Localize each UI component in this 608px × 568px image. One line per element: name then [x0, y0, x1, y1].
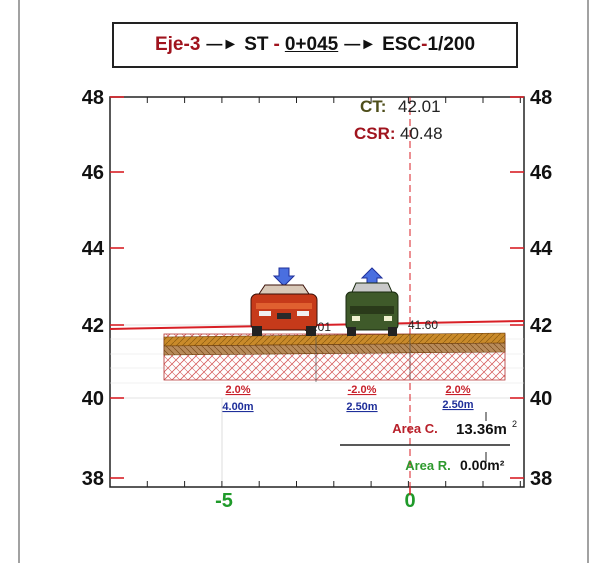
arrow-icon-1: —► — [206, 36, 239, 53]
arrow-icon-2: —► — [344, 36, 377, 53]
station-value: 0+045 — [284, 34, 339, 55]
cut-area-unit: 2 — [512, 419, 517, 429]
subbase-layer — [163, 342, 506, 356]
scale-value: 1/200 — [427, 34, 476, 55]
green-suv-icon — [345, 282, 399, 336]
right-level: 41.60 — [408, 318, 438, 332]
y-tick-right-48: 48 — [530, 87, 552, 109]
csr-value: 40.48 — [400, 124, 443, 143]
slope-1: 2.0% — [225, 384, 250, 396]
cut-area-value: 13.36m — [456, 421, 507, 438]
fill-area-label: Area R. — [405, 458, 451, 473]
scale-dash: - — [421, 34, 428, 55]
y-tick-right-42: 42 — [530, 315, 552, 337]
y-tick-right-46: 46 — [530, 162, 552, 184]
y-tick-left-46: 46 — [82, 162, 104, 184]
csr-label: CSR: — [354, 124, 396, 143]
y-tick-left-42: 42 — [82, 315, 104, 337]
x-tick-0: 0 — [404, 490, 415, 512]
scale-prefix: ESC — [382, 34, 422, 55]
slope-2: -2.0% — [348, 384, 377, 396]
station-dash: - — [273, 34, 280, 55]
fill-area-value: 0.00m² — [460, 457, 505, 473]
y-tick-right-40: 40 — [530, 388, 552, 410]
ct-label: CT: — [360, 97, 386, 116]
width-1: 4.00m — [222, 401, 253, 413]
ct-value: 42.01 — [398, 97, 441, 116]
axis-label: Eje-3 — [154, 34, 201, 55]
y-tick-right-38: 38 — [530, 468, 552, 490]
x-tick-minus5: -5 — [215, 490, 233, 512]
width-2: 2.50m — [346, 401, 377, 413]
y-tick-left-40: 40 — [82, 388, 104, 410]
slope-3: 2.0% — [445, 384, 470, 396]
section-header: Eje-3 —► ST - 0+045 —► ESC - 1/200 — [112, 22, 518, 68]
red-car-icon — [250, 284, 318, 336]
y-tick-left-38: 38 — [82, 468, 104, 490]
y-tick-left-44: 44 — [82, 238, 105, 260]
y-tick-left-48: 48 — [82, 87, 104, 109]
down-arrow-icon — [272, 267, 296, 287]
cut-area-label: Area C. — [392, 421, 438, 436]
width-3: 2.50m — [442, 399, 473, 411]
plot-area — [109, 96, 525, 488]
station-prefix: ST — [244, 34, 269, 55]
y-tick-right-44: 44 — [530, 238, 553, 260]
